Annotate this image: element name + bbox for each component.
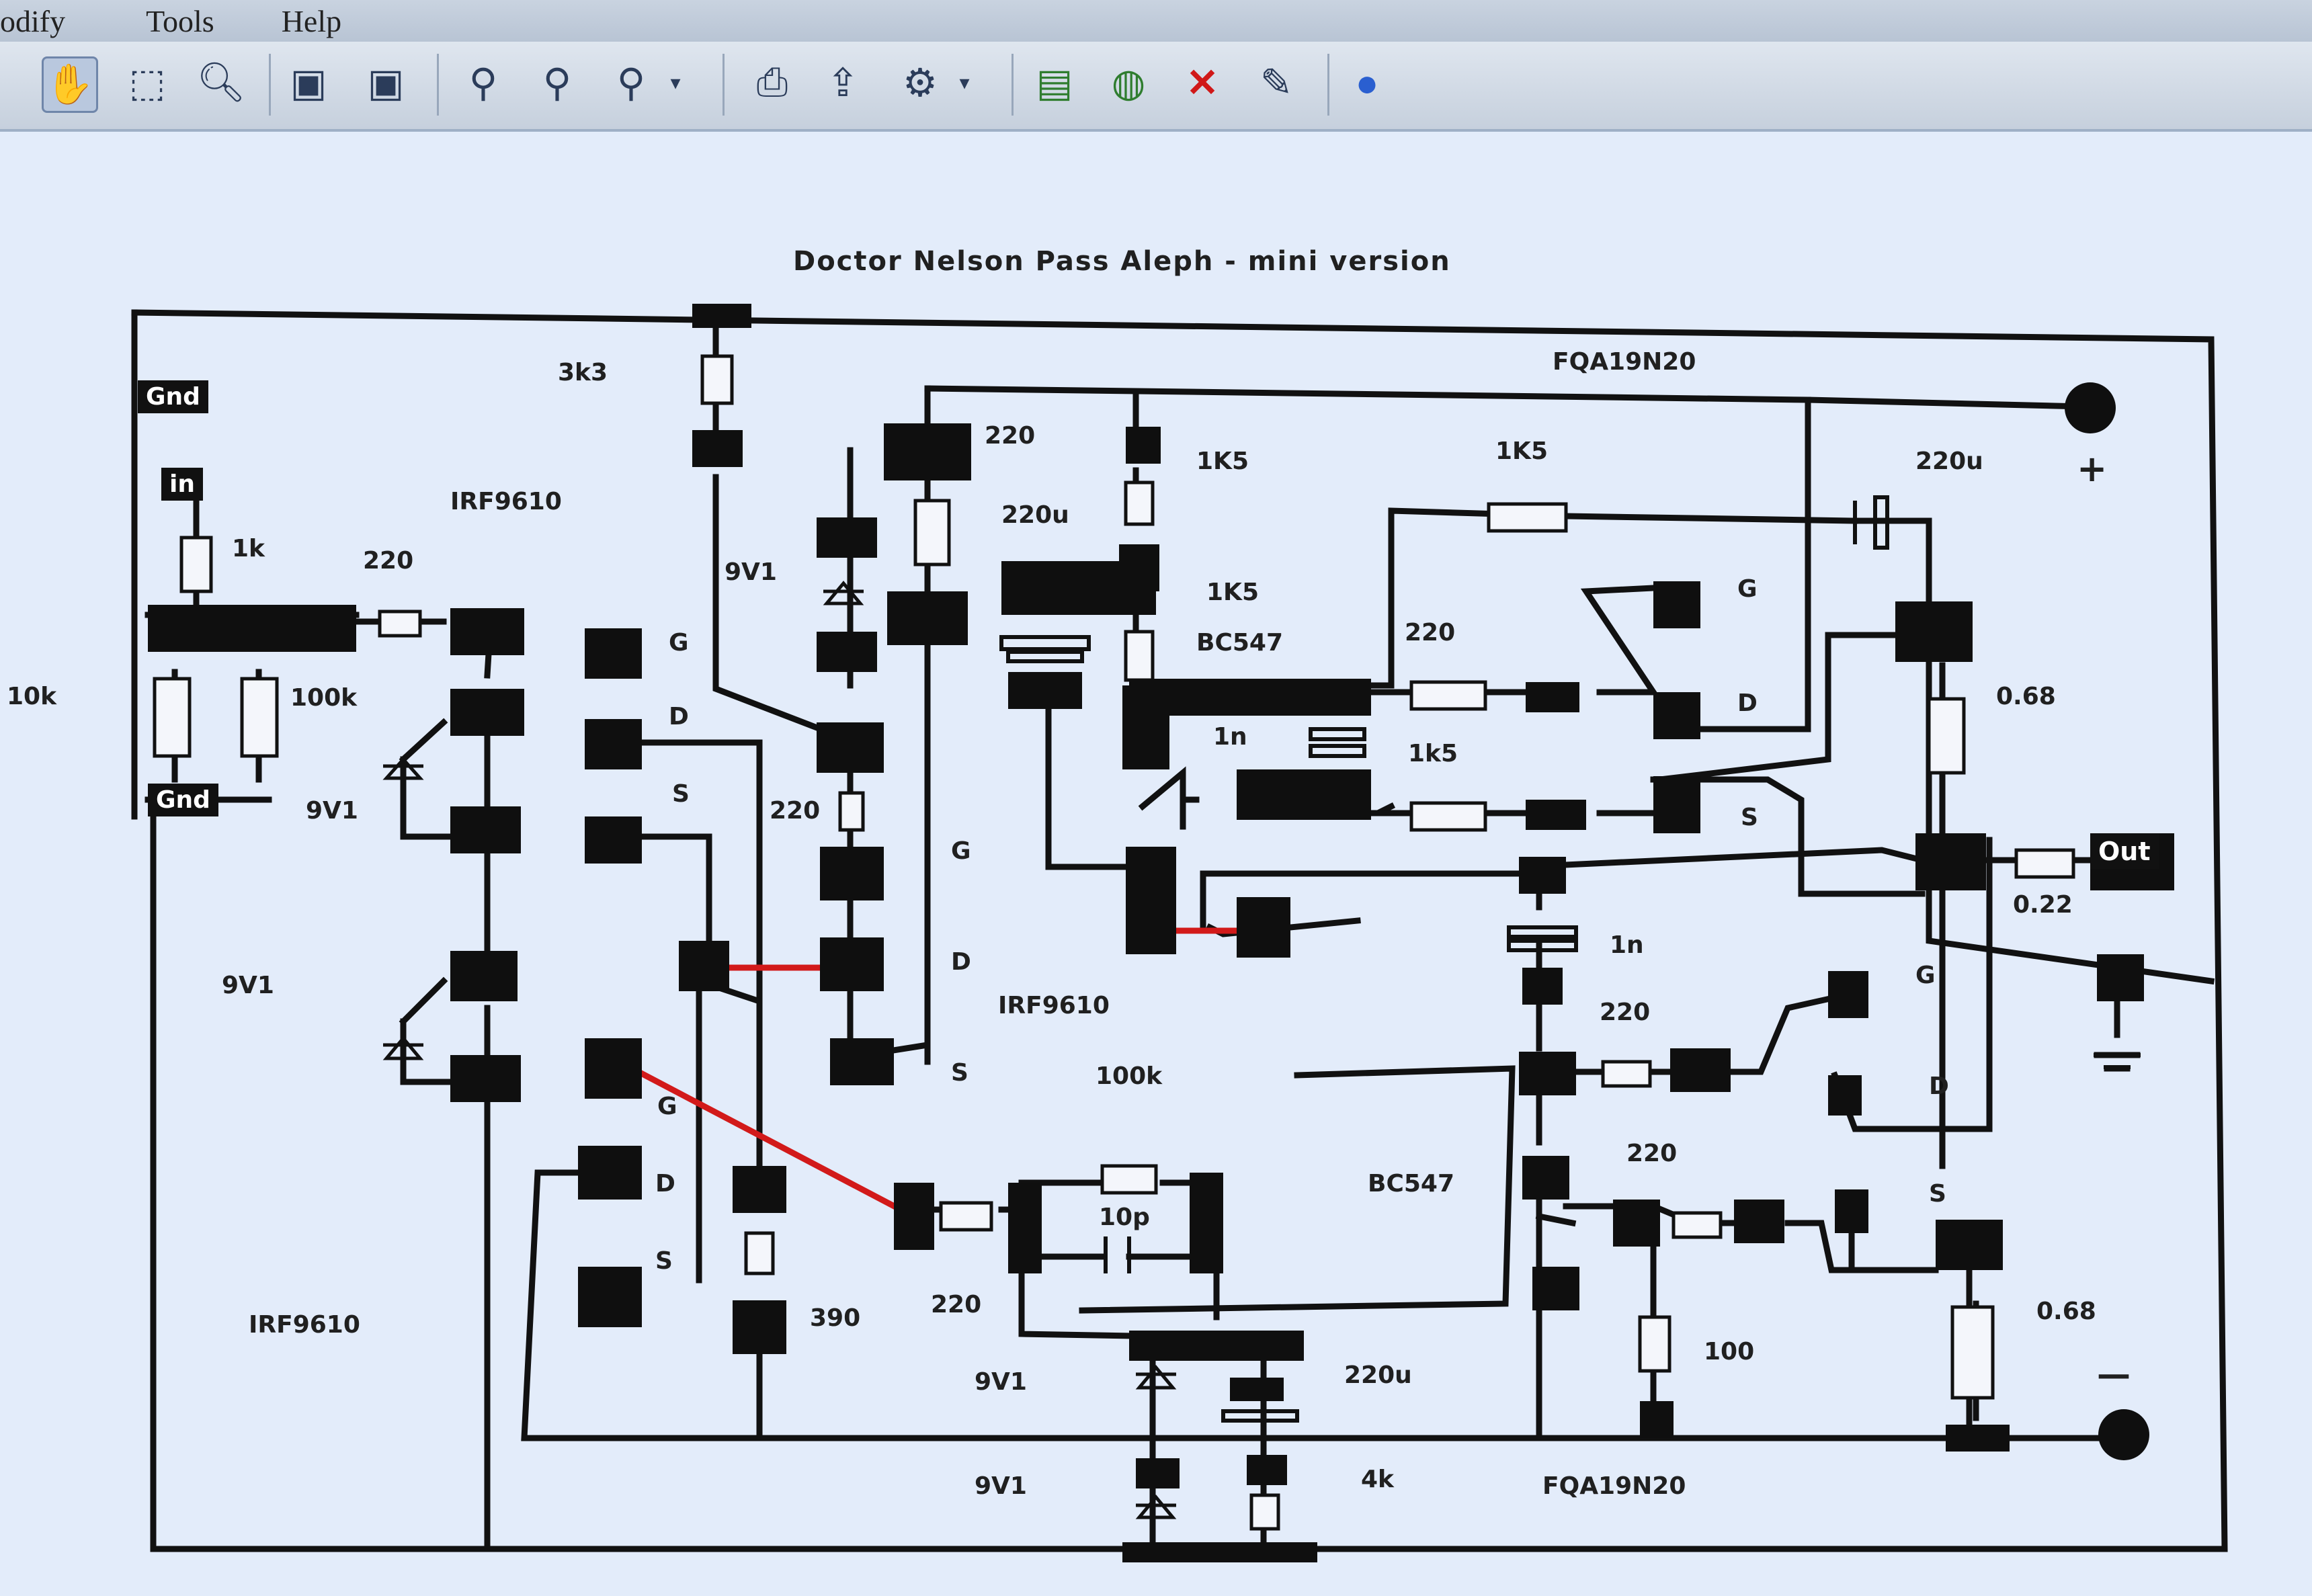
label-022: 0.22 — [2013, 891, 2073, 919]
label-9v1-b: 9V1 — [222, 972, 274, 999]
toolbar: ✋ ⬚ 🔍︎ ▣ ▣ ⚲ ⚲ ⚲ ▾ ⎙ ⇪ ⚙ ▾ ▤ ◍ ✕ ✎ ● — [0, 42, 2312, 132]
label-irf9610-top: IRF9610 — [450, 488, 562, 515]
label-fqa19n20-bottom: FQA19N20 — [1542, 1472, 1686, 1500]
magnifier-icon[interactable]: 🔍︎ — [196, 60, 246, 104]
toolbar-separator — [1012, 54, 1014, 116]
label-220-mid: 220 — [770, 797, 821, 825]
label-10k: 10k — [7, 683, 57, 710]
save-icon[interactable]: ▣ — [290, 61, 327, 105]
label-068-a: 0.68 — [1996, 683, 2056, 710]
label-4k: 4k — [1361, 1466, 1394, 1493]
label-s1: S — [672, 780, 690, 808]
chevron-down-icon[interactable]: ▾ — [959, 71, 970, 94]
schematic-drawing — [131, 304, 2228, 1562]
label-9v1-c: 9V1 — [725, 558, 777, 586]
zoom-out-icon[interactable]: ⚲ — [542, 61, 572, 105]
open-icon[interactable]: ▤ — [1036, 61, 1073, 105]
label-irf9610-mid: IRF9610 — [998, 992, 1110, 1019]
label-1n-a: 1n — [1213, 723, 1247, 751]
label-9v1-a: 9V1 — [306, 797, 358, 825]
label-bc547-a: BC547 — [1196, 629, 1284, 657]
save-as-icon[interactable]: ▣ — [367, 61, 405, 105]
label-s5: S — [1929, 1180, 1946, 1208]
label-d1: D — [669, 703, 689, 730]
label-g2: G — [657, 1093, 677, 1120]
label-1k: 1k — [232, 535, 265, 562]
label-3k3: 3k3 — [558, 359, 608, 386]
label-irf9610-bottom: IRF9610 — [249, 1311, 360, 1339]
delete-icon[interactable]: ✕ — [1186, 61, 1219, 105]
label-390: 390 — [810, 1304, 861, 1332]
menu-help[interactable]: Help — [281, 3, 342, 38]
toolbar-separator — [269, 54, 271, 116]
settings-icon[interactable]: ⚙ — [903, 61, 938, 105]
schematic-canvas: Doctor Nelson Pass Aleph - mini version … — [0, 132, 2312, 1596]
label-220-e: 220 — [1626, 1140, 1678, 1167]
gnd-top-tag: Gnd — [138, 380, 208, 413]
label-068-b: 0.68 — [2036, 1298, 2096, 1325]
label-100k-mid: 100k — [1096, 1062, 1163, 1090]
chevron-down-icon[interactable]: ▾ — [670, 71, 681, 94]
label-1k5-d: 1K5 — [1495, 437, 1548, 465]
label-220-top: 220 — [985, 422, 1036, 450]
gnd-bottom-tag: Gnd — [148, 784, 218, 816]
toolbar-separator — [722, 54, 725, 116]
globe-icon[interactable]: ◍ — [1111, 61, 1146, 105]
label-plus: + — [2077, 448, 2108, 490]
label-d5: D — [1929, 1073, 1949, 1100]
label-1k5-b: 1K5 — [1206, 579, 1259, 606]
in-tag: in — [161, 468, 203, 501]
zoom-in-icon[interactable]: ⚲ — [468, 61, 498, 105]
label-bc547-b: BC547 — [1368, 1170, 1455, 1198]
label-d4: D — [1737, 689, 1758, 717]
label-100: 100 — [1704, 1338, 1755, 1366]
label-9v1-e: 9V1 — [975, 1472, 1027, 1500]
label-g5: G — [1915, 962, 1936, 989]
label-1k5-a: 1K5 — [1196, 448, 1249, 475]
label-9v1-d: 9V1 — [975, 1368, 1027, 1396]
label-g1: G — [669, 629, 689, 657]
label-220u-a: 220u — [1001, 501, 1069, 529]
label-s4: S — [1741, 804, 1758, 831]
schematic-title: Doctor Nelson Pass Aleph - mini version — [793, 246, 1451, 277]
help-icon[interactable]: ● — [1355, 60, 1379, 105]
select-rect-icon[interactable]: ⬚ — [128, 61, 166, 105]
label-100k-left: 100k — [290, 684, 358, 712]
label-g3: G — [951, 837, 971, 865]
label-220-low: 220 — [931, 1291, 982, 1318]
label-220-d: 220 — [1600, 999, 1651, 1026]
toolbar-separator — [1327, 54, 1329, 116]
menu-bar: odify Tools Help — [0, 0, 2312, 42]
menu-modify[interactable]: odify — [0, 3, 66, 38]
zoom-select-icon[interactable]: ⚲ — [616, 61, 646, 105]
label-10p: 10p — [1099, 1204, 1150, 1231]
label-s3: S — [951, 1059, 968, 1087]
edit-icon[interactable]: ✎ — [1260, 61, 1293, 105]
label-g4: G — [1737, 575, 1758, 603]
label-220-in: 220 — [363, 547, 414, 575]
hand-icon[interactable]: ✋ — [42, 56, 98, 113]
label-220-c: 220 — [1405, 619, 1456, 646]
print-icon[interactable]: ⎙ — [756, 60, 788, 104]
label-minus: — — [2097, 1355, 2131, 1394]
toolbar-separator — [437, 54, 439, 116]
label-220u-c: 220u — [1344, 1361, 1412, 1389]
menu-tools[interactable]: Tools — [146, 3, 214, 38]
label-1k5-c: 1k5 — [1408, 740, 1458, 767]
label-s2: S — [655, 1247, 673, 1275]
label-220u-b: 220u — [1915, 448, 1983, 475]
label-d2: D — [655, 1170, 675, 1198]
label-d3: D — [951, 948, 971, 976]
export-icon[interactable]: ⇪ — [826, 61, 860, 105]
label-fqa19n20-top: FQA19N20 — [1553, 348, 1696, 376]
label-1n-b: 1n — [1610, 931, 1644, 959]
out-tag: Out — [2090, 834, 2159, 869]
